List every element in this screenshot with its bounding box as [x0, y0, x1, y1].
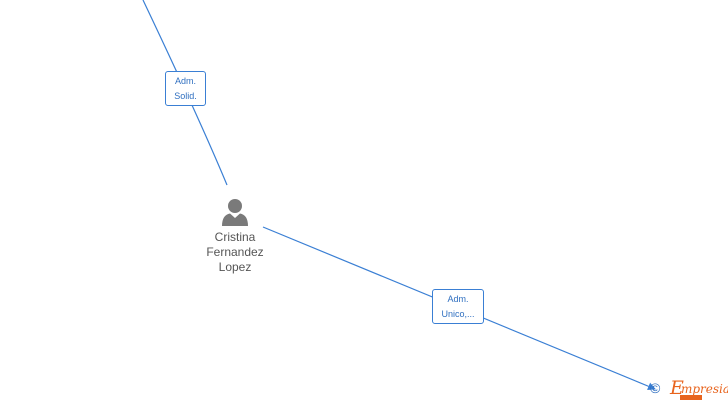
brand-logo: © E mpresia — [650, 378, 728, 400]
edge-label-line: Solid. — [174, 91, 197, 101]
person-node[interactable]: Cristina Fernandez Lopez — [196, 197, 274, 275]
edge-label-adm-solid[interactable]: Adm. Solid. — [165, 71, 206, 106]
edge-top-line[interactable] — [142, 0, 228, 186]
brand-initial: E — [670, 378, 684, 399]
edge-label-line: Adm. — [447, 294, 469, 304]
person-name-line: Lopez — [218, 260, 252, 274]
brand-bar — [680, 395, 702, 400]
person-icon — [222, 199, 248, 226]
brand-name: mpresia — [681, 382, 728, 396]
edge-label-line: Adm. — [174, 76, 196, 86]
person-name-line: Cristina — [214, 230, 256, 244]
person-name: Cristina Fernandez Lopez — [196, 230, 274, 275]
edge-label-adm-unico[interactable]: Adm. Unico,... — [432, 289, 484, 324]
copyright-icon: © — [650, 380, 661, 396]
edge-label-line: Unico,... — [441, 309, 475, 319]
person-name-line: Fernandez — [206, 245, 264, 259]
